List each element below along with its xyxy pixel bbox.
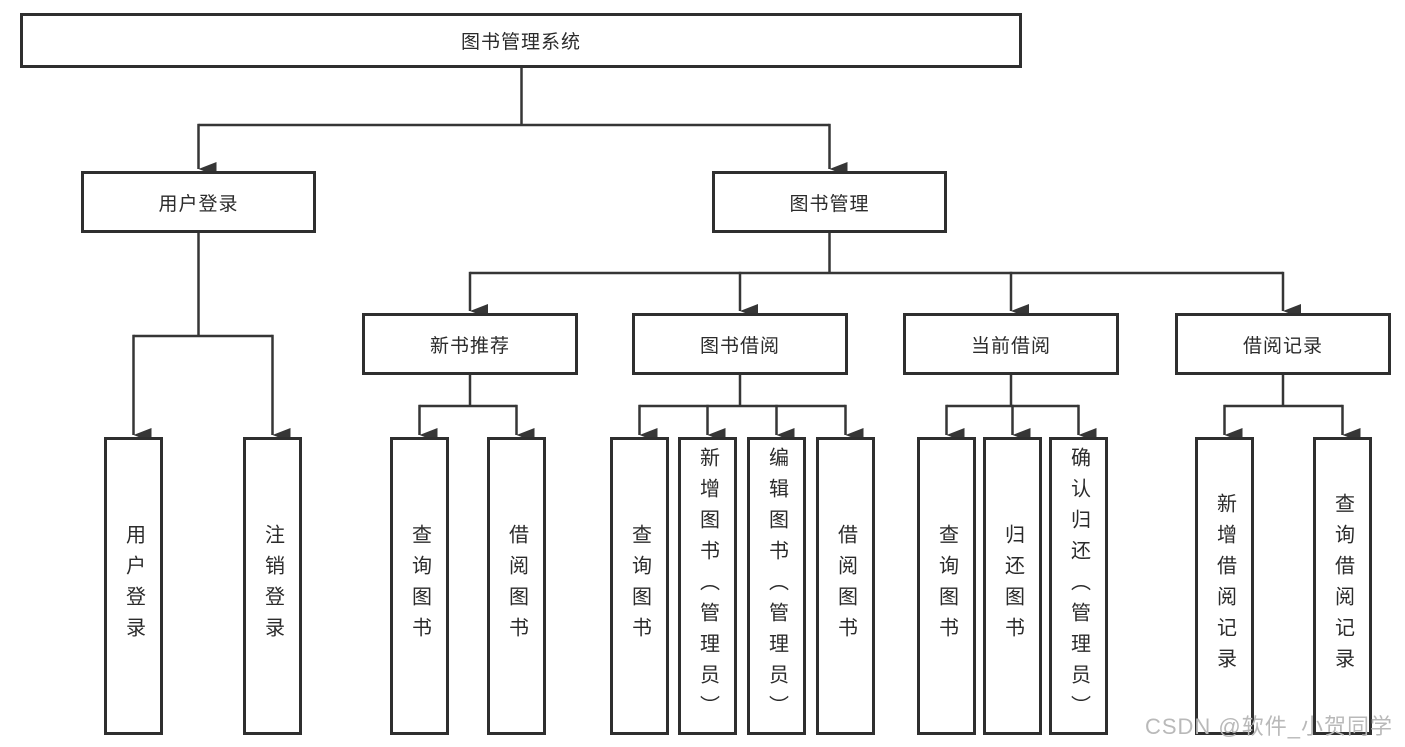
- node-user-login-branch: 用户登录: [81, 171, 316, 233]
- node-query-borrow-record: 查询借阅记录: [1313, 437, 1372, 735]
- node-query-books-borrowing: 查询图书: [610, 437, 669, 735]
- node-borrow-records: 借阅记录: [1175, 313, 1391, 375]
- csdn-watermark: CSDN @软件_小贺同学: [1144, 714, 1393, 739]
- node-library-management-system: 图书管理系统: [20, 13, 1022, 68]
- node-book-management-branch: 图书管理: [712, 171, 947, 233]
- node-logout-leaf: 注销登录: [243, 437, 302, 735]
- node-return-books: 归还图书: [983, 437, 1042, 735]
- node-borrow-books-borrowing: 借阅图书: [816, 437, 875, 735]
- node-query-books-current: 查询图书: [917, 437, 976, 735]
- node-user-login-leaf: 用户登录: [104, 437, 163, 735]
- node-borrow-books-recommend: 借阅图书: [487, 437, 546, 735]
- node-new-book-recommend: 新书推荐: [362, 313, 578, 375]
- node-book-borrowing: 图书借阅: [632, 313, 848, 375]
- node-query-books-recommend: 查询图书: [390, 437, 449, 735]
- node-current-borrowing: 当前借阅: [903, 313, 1119, 375]
- node-add-borrow-record: 新增借阅记录: [1195, 437, 1254, 735]
- node-edit-books-admin: 编辑图书（管理员）: [747, 437, 806, 735]
- node-confirm-return-admin: 确认归还（管理员）: [1049, 437, 1108, 735]
- node-add-books-admin: 新增图书（管理员）: [678, 437, 737, 735]
